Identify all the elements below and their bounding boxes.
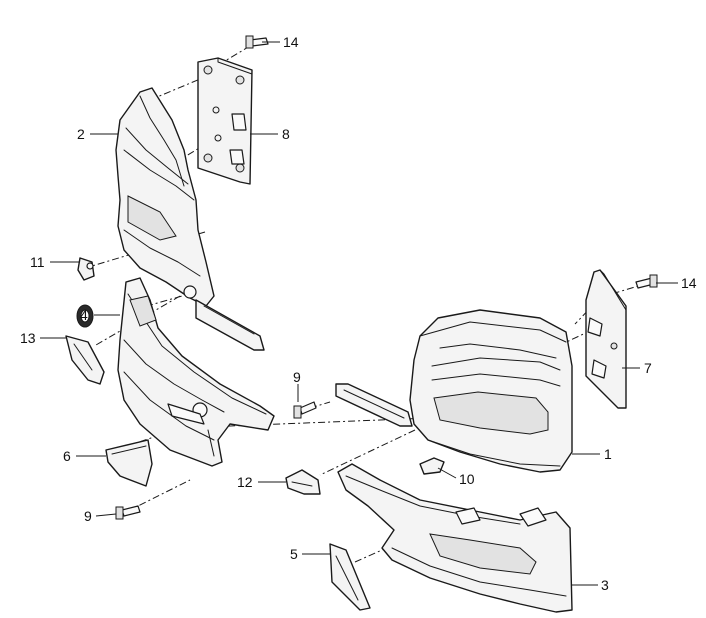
left-bumper-lower-assembly bbox=[117, 277, 275, 467]
callout-2: 2 bbox=[77, 126, 85, 142]
callout-12: 12 bbox=[237, 474, 253, 490]
callout-11: 11 bbox=[30, 254, 45, 270]
callout-14-upper: 14 bbox=[283, 34, 299, 50]
part-11-clip bbox=[77, 257, 95, 281]
callout-9-lower-left: 9 bbox=[84, 508, 92, 524]
part-13-bracket bbox=[65, 335, 105, 385]
callout-labels: 1 2 3 4 5 6 7 8 9 9 10 11 12 13 14 14 bbox=[20, 34, 697, 593]
part-3-right-lower-bumper bbox=[337, 463, 573, 613]
callout-13: 13 bbox=[20, 330, 36, 346]
part-8-bracket-plate bbox=[197, 57, 253, 185]
part-9-bolt-middle bbox=[293, 401, 317, 419]
part-5-deflector bbox=[329, 543, 371, 611]
part-1-right-bumper-shell bbox=[335, 309, 573, 473]
part-10-insert bbox=[419, 457, 445, 475]
callout-6: 6 bbox=[63, 448, 71, 464]
part-4-grommet bbox=[76, 304, 94, 328]
callout-8: 8 bbox=[282, 126, 290, 142]
part-2-upper-grille-panel bbox=[115, 87, 265, 351]
callout-1: 1 bbox=[604, 446, 612, 462]
part-14-bolt-upper bbox=[245, 35, 269, 49]
callout-14-right: 14 bbox=[681, 275, 697, 291]
part-12-cover bbox=[285, 469, 321, 495]
callout-5: 5 bbox=[290, 546, 298, 562]
part-6-deflector bbox=[105, 439, 153, 487]
callout-10: 10 bbox=[459, 471, 475, 487]
part-9-bolt-lower-left bbox=[115, 505, 141, 520]
callout-3: 3 bbox=[601, 577, 609, 593]
callout-4: 4 bbox=[80, 307, 88, 323]
leader-lines bbox=[40, 41, 678, 586]
part-7-bracket-plate-right bbox=[585, 269, 627, 409]
part-14-bolt-right bbox=[635, 274, 658, 289]
callout-7: 7 bbox=[644, 360, 652, 376]
callout-9-middle: 9 bbox=[293, 369, 301, 385]
